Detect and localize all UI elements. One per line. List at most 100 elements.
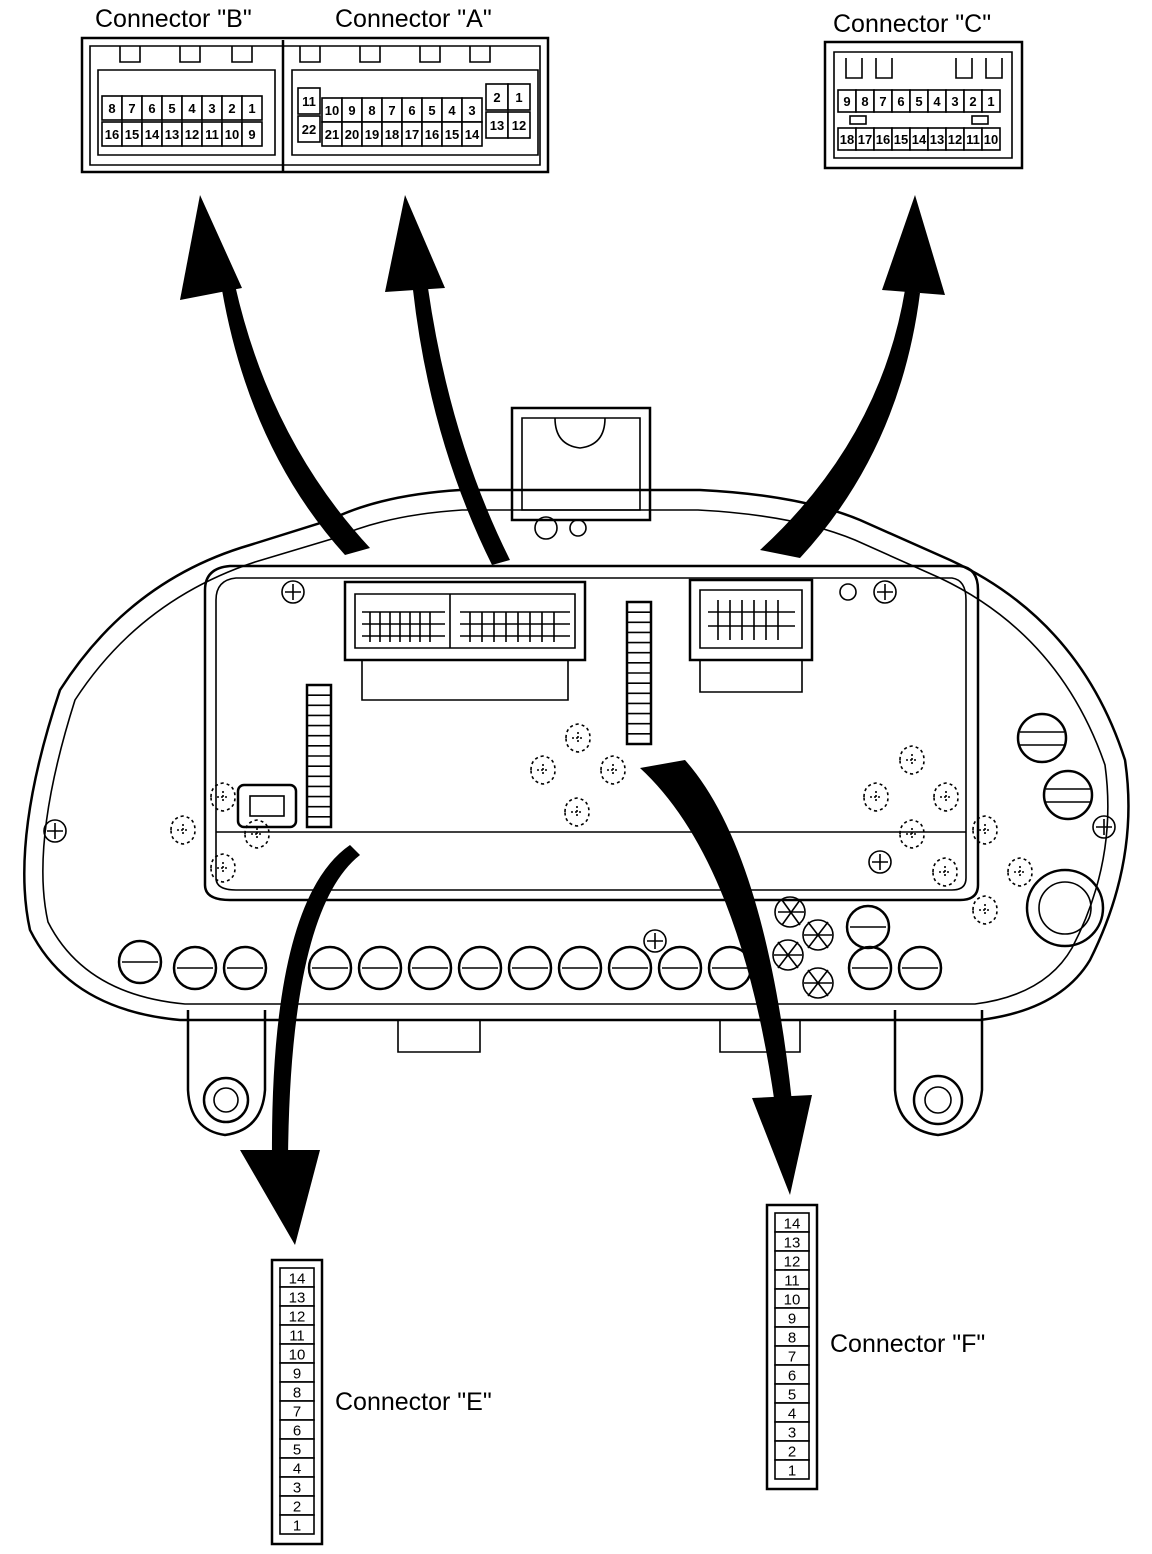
pin-number: 11 (289, 1328, 305, 1345)
pin-cell: 5 (279, 1438, 315, 1459)
pin-number: 13 (930, 132, 944, 147)
pin-number: 4 (188, 101, 196, 116)
pin-cell: 15 (121, 121, 143, 147)
screw-icon (43, 580, 1116, 953)
clip-mark (564, 797, 590, 827)
pin-number: 5 (428, 103, 435, 118)
pin-cell: 14 (909, 127, 929, 151)
pin-number: 11 (966, 132, 980, 147)
pin-number: 5 (293, 1442, 301, 1459)
bulb-socket (507, 945, 553, 991)
arrows (180, 195, 945, 1245)
pin-number: 1 (293, 1518, 301, 1535)
pin-number: 5 (788, 1387, 796, 1404)
pin-cell: 10 (321, 97, 343, 123)
pin-cell: 2 (774, 1440, 810, 1461)
pin-number: 13 (289, 1290, 306, 1307)
pin-cell: 4 (181, 95, 203, 121)
pin-number: 10 (784, 1292, 801, 1309)
pin-cell: 1 (507, 83, 531, 111)
pin-cell: 10 (221, 121, 243, 147)
clip-mark (899, 819, 925, 849)
bulb-socket (657, 945, 703, 991)
clip-mark (972, 815, 998, 845)
pin-number: 1 (515, 90, 522, 105)
pin-number: 8 (293, 1385, 301, 1402)
pin-number: 2 (969, 94, 976, 109)
pin-cell: 16 (421, 121, 443, 147)
pin-number: 18 (840, 132, 854, 147)
connector-c-title: Connector "C" (833, 10, 992, 38)
pin-number: 9 (788, 1311, 796, 1328)
pin-number: 22 (302, 122, 316, 137)
pin-cell: 13 (161, 121, 183, 147)
pin-number: 19 (365, 127, 379, 142)
pin-cell: 15 (441, 121, 463, 147)
pin-cell: 18 (837, 127, 857, 151)
pin-number: 9 (843, 94, 850, 109)
pin-cell: 1 (774, 1459, 810, 1480)
pin-cell: 13 (279, 1286, 315, 1307)
connector-ab-housing (80, 36, 550, 174)
pin-cell: 11 (297, 87, 321, 115)
pin-number: 13 (165, 127, 179, 142)
bulb-socket (222, 945, 268, 991)
bulb-socket (307, 945, 353, 991)
pin-number: 10 (225, 127, 239, 142)
clip-mark (530, 755, 556, 785)
pin-number: 7 (128, 101, 135, 116)
pin-number: 12 (512, 118, 526, 133)
connector-f-title: Connector "F" (830, 1330, 986, 1358)
pin-cell: 8 (361, 97, 383, 123)
clip-mark (244, 819, 270, 849)
pin-number: 7 (788, 1349, 796, 1366)
pin-cell: 11 (279, 1324, 315, 1345)
pin-number: 10 (325, 103, 339, 118)
clip-mark (600, 755, 626, 785)
pin-number: 10 (984, 132, 998, 147)
pin-cell: 11 (774, 1269, 810, 1290)
pin-cell: 6 (141, 95, 163, 121)
onboard-strip-e (307, 694, 331, 818)
bulb-socket (357, 945, 403, 991)
pin-cell: 13 (927, 127, 947, 151)
clip-mark (863, 782, 889, 812)
pin-cell: 16 (873, 127, 893, 151)
pin-number: 1 (248, 101, 255, 116)
pin-number: 8 (861, 94, 868, 109)
bulb-socket (897, 945, 943, 991)
pin-cell: 12 (507, 111, 531, 139)
pin-number: 12 (289, 1309, 306, 1326)
pin-cell: 9 (341, 97, 363, 123)
pin-number: 4 (933, 94, 941, 109)
pin-cell: 7 (381, 97, 403, 123)
pin-cell: 4 (441, 97, 463, 123)
pin-number: 2 (493, 90, 500, 105)
pin-cell: 1 (279, 1514, 315, 1535)
pin-cell: 13 (774, 1231, 810, 1252)
pin-cell: 14 (141, 121, 163, 147)
pin-number: 3 (208, 101, 215, 116)
pin-number: 8 (108, 101, 115, 116)
clip-mark (932, 857, 958, 887)
pin-cell: 17 (401, 121, 423, 147)
pin-cell: 9 (279, 1362, 315, 1383)
pin-cell: 6 (401, 97, 423, 123)
connector-e-housing (270, 1258, 324, 1546)
pin-cell: 21 (321, 121, 343, 147)
pin-number: 4 (788, 1406, 796, 1423)
pin-cell: 12 (774, 1250, 810, 1271)
pin-number: 9 (293, 1366, 301, 1383)
pin-number: 14 (465, 127, 480, 142)
pin-cell: 6 (891, 89, 911, 113)
bulb-socket (557, 945, 603, 991)
pin-number: 3 (951, 94, 958, 109)
pin-number: 16 (425, 127, 439, 142)
pin-cell: 2 (485, 83, 509, 111)
instrument-cluster-body (23, 406, 1130, 1137)
pin-number: 20 (345, 127, 359, 142)
pin-cell: 4 (927, 89, 947, 113)
pin-number: 8 (788, 1330, 796, 1347)
pin-cell: 11 (201, 121, 223, 147)
pin-cell: 15 (891, 127, 911, 151)
